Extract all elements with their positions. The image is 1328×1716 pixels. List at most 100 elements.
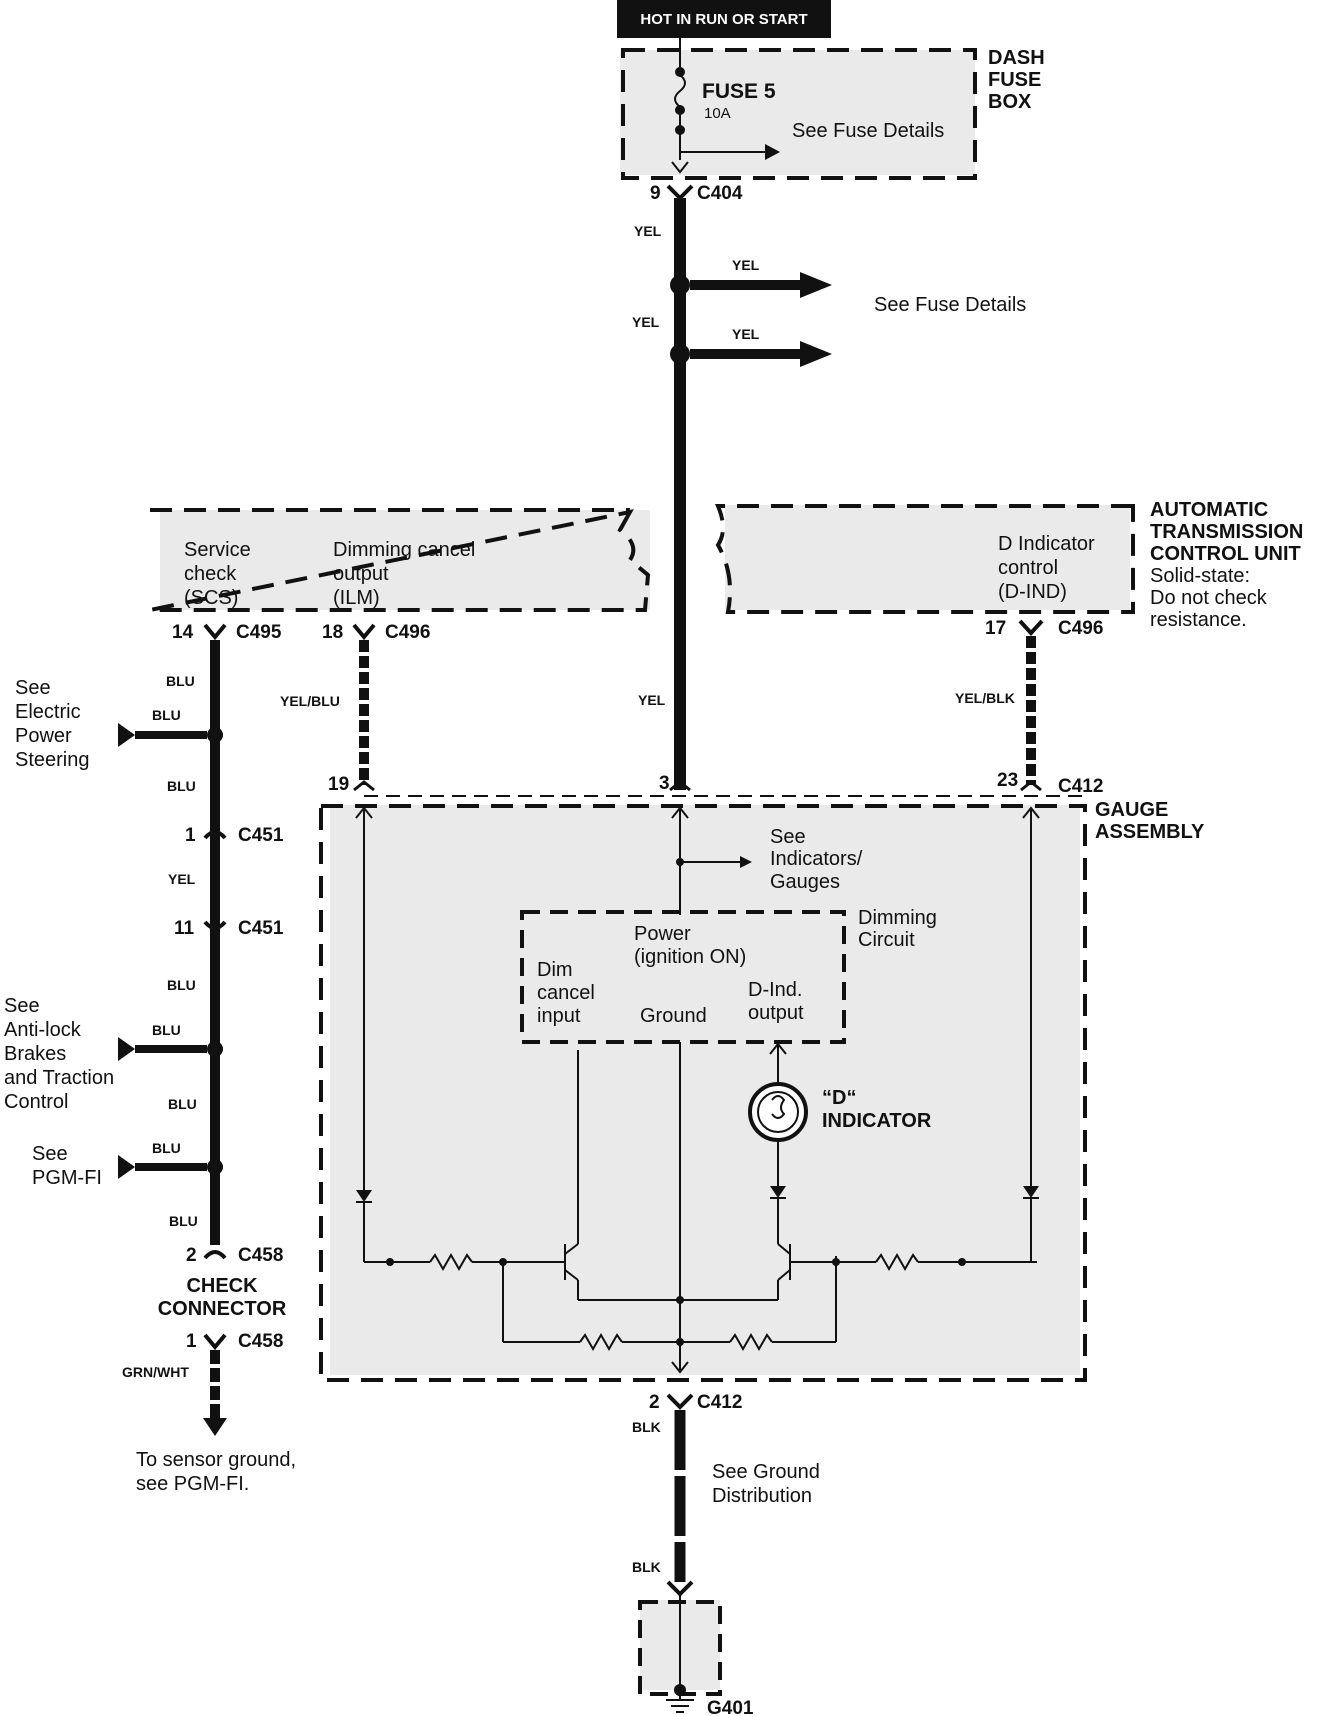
branch-color-1: YEL [732,257,760,273]
dim-cancel-2: cancel [537,982,595,1004]
gauge-title-2: ASSEMBLY [1095,821,1205,843]
ilm-diode-icon [356,1190,372,1202]
branch-color-2: YEL [732,326,760,342]
scs-wire-blu-4: BLU [168,1096,197,1112]
fuse-icon [674,74,686,108]
c404-pin: 9 [650,183,661,204]
ilm-label-2: output [333,563,389,585]
dind-wire-color: YEL/BLK [955,690,1015,706]
abs-wire-color: BLU [152,1022,181,1038]
abs-ref-3: Brakes [4,1043,66,1065]
power-label-2: (ignition ON) [634,946,746,968]
tcu-left-shading [160,510,650,610]
resistor-icon-4 [875,1252,919,1272]
dind-diode-icon [1023,1186,1039,1198]
gauge-pin-19: 19 [328,774,349,795]
c412-ground-connector-icon [666,1393,694,1410]
pgm-wire-color: BLU [152,1140,181,1156]
ground-section: BLK See Ground Distribution BLK G401 [632,1410,820,1716]
abs-ref-4: and Traction [4,1067,114,1089]
fuse-box-title-3: BOX [988,91,1032,113]
center-wire-color: YEL [638,692,666,708]
sensor-ground-arrow-icon [203,1418,227,1436]
eps-ref-1: See [15,677,51,699]
sensor-ground-1: To sensor ground, [136,1449,296,1471]
branch-arrow-icon-1 [800,272,832,298]
c458-pin-a: 2 [186,1245,197,1266]
c458-a-label: C458 [238,1245,283,1266]
resistor-icon-3 [729,1332,773,1352]
tcu-title-2: TRANSMISSION [1150,521,1303,543]
scs-connector: C495 [236,622,282,643]
power-source-header: HOT IN RUN OR START [617,0,831,38]
eps-wire-color: BLU [152,707,181,723]
c458-b-label: C458 [238,1331,283,1352]
gauge-ground-pin: 2 [649,1392,660,1413]
dind-wire: YEL/BLK [955,636,1036,785]
tcu-note-3: resistance. [1150,609,1247,631]
tcu-right-shading [725,505,1130,610]
gauge-title-1: GAUGE [1095,799,1168,821]
main-see-fuse-details: See Fuse Details [874,294,1026,316]
abs-ref-5: Control [4,1091,68,1113]
dim-cancel-3: input [537,1005,581,1027]
c404-label: C404 [697,183,743,204]
tcu-title-3: CONTROL UNIT [1150,543,1301,565]
dind-connector: C496 [1058,618,1103,639]
c458-pin-b: 1 [186,1331,197,1352]
ilm-wire: YEL/BLU [280,640,369,785]
branch-arrow-icon-2 [800,341,832,367]
dind-label-3: (D-IND) [998,581,1067,603]
ilm-label-1: Dimming cancel [333,539,475,561]
dind-label-1: D Indicator [998,533,1095,555]
ilm-pin: 18 [322,622,343,643]
scs-wire-yel: YEL [168,871,196,887]
c404-connector-icon [666,184,694,201]
fuse-box-title-2: FUSE [988,69,1041,91]
d-indicator-2: INDICATOR [822,1110,932,1132]
main-wire-color-1: YEL [634,223,662,239]
fuse-box-title-1: DASH [988,47,1045,69]
gauge-ground-connector: C412 [697,1392,742,1413]
gauge-shading [330,805,1080,1375]
ilm-wire-color: YEL/BLU [280,693,340,709]
scs-label-1: Service [184,539,251,561]
main-wire-color-2: YEL [632,314,660,330]
dimming-circuit-2: Circuit [858,929,915,951]
scs-wire-blu-1: BLU [166,673,195,689]
dind-output-1: D-Ind. [748,979,802,1001]
ilm-label-3: (ILM) [333,587,380,609]
ground-point: G401 [707,1698,754,1716]
scs-wire-blu-3: BLU [167,977,196,993]
ground-label: Ground [640,1005,707,1027]
see-indicators-3: Gauges [770,871,840,893]
c496-dind-connector-icon [1018,619,1044,636]
c451-b-label: C451 [238,918,284,939]
grn-wht-wire: GRN/WHT [122,1364,189,1380]
pgm-ref-1: See [32,1143,68,1165]
c458-b-connector-icon [203,1333,227,1351]
tcu-connectors: 14 C495 18 C496 17 C496 [172,618,1103,643]
tcu-note-2: Do not check [1150,587,1268,609]
c495-connector-icon [203,623,227,641]
c451-a-connector-icon [203,830,227,840]
gauge-assembly: GAUGE ASSEMBLY 19 3 23 C412 See Indicato… [319,770,1205,1413]
abs-ref-2: Anti-lock [4,1019,82,1041]
scs-wire-blu-2: BLU [167,778,196,794]
scs-label-2: check [184,563,237,585]
fuse-rating: 10A [704,105,731,122]
dim-cancel-1: Dim [537,959,573,981]
dind-label-2: control [998,557,1058,579]
c496-ilm-connector-icon [352,623,376,641]
tcu-title-1: AUTOMATIC [1150,499,1268,521]
dash-fuse-box: DASH FUSE BOX FUSE 5 10A See Fuse Detail… [621,38,1045,204]
tcu-left-box: Service check (SCS) Dimming cancel outpu… [149,508,651,612]
tcu-right-box: D Indicator control (D-IND) AUTOMATIC TR… [715,499,1303,631]
indicators-arrow-icon [740,856,752,868]
c451-b-connector-icon [203,920,227,930]
eps-ref-2: Electric [15,701,81,723]
d-indicator-1: “D“ [822,1087,856,1109]
tcu-note-1: Solid-state: [1150,565,1250,587]
eps-arrow-icon [118,723,135,747]
